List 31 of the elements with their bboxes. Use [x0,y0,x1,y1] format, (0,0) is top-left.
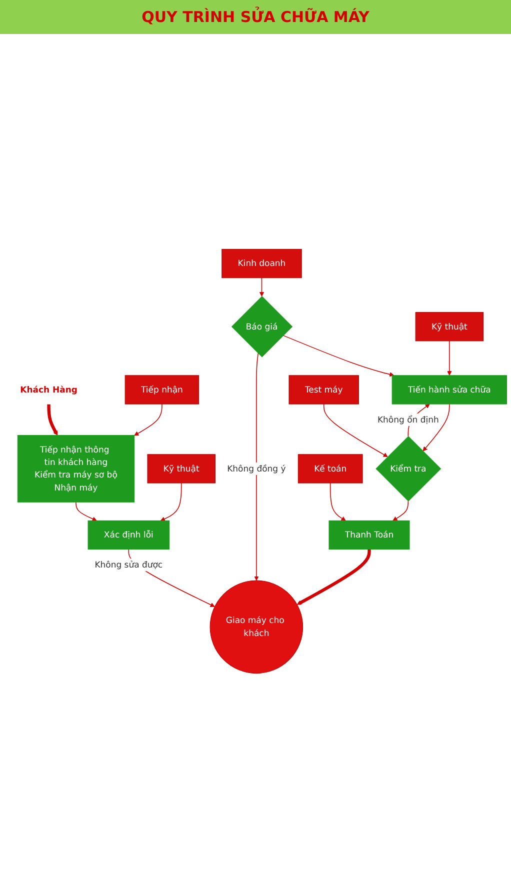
arrow [282,334,394,376]
arrow [160,482,182,521]
edge-label: Không sửa được [94,559,163,570]
node-diamond: Kiểm tra [376,436,442,502]
node-box: Tiếp nhận [124,374,200,404]
arrow [254,352,259,580]
arrow [134,403,162,436]
node-box: Kỹ thuật [415,312,484,341]
arrow [447,340,452,376]
arrow [422,403,450,452]
arrow [330,482,346,521]
arrow [296,549,371,605]
node-box: Tiếp nhận thông tin khách hàng Kiểm tra máy sơ bộ Nhận máy [17,434,135,502]
arrow [323,403,388,457]
node-box: Thanh Toán [328,520,410,550]
node-box: Kế toán [298,454,363,484]
edge-label: Không đồng ý [227,463,286,474]
arrow [259,277,264,296]
node-text: Khách Hàng [20,384,78,394]
node-circle: Giao máy cho khách [210,580,304,674]
arrow [47,404,58,436]
node-box: Kinh doanh [222,248,302,278]
node-diamond: Báo giá [231,296,293,357]
arrow [76,501,97,521]
title: QUY TRÌNH SỬA CHỮA MÁY [0,0,511,34]
node-box: Xác định lỗi [88,520,170,550]
arrow [392,500,409,521]
node-box: Kỹ thuật [147,454,216,484]
node-box: Test máy [288,374,359,404]
node-box: Tiến hành sửa chữa [392,374,508,404]
edge-label: Không ổn định [377,414,439,424]
